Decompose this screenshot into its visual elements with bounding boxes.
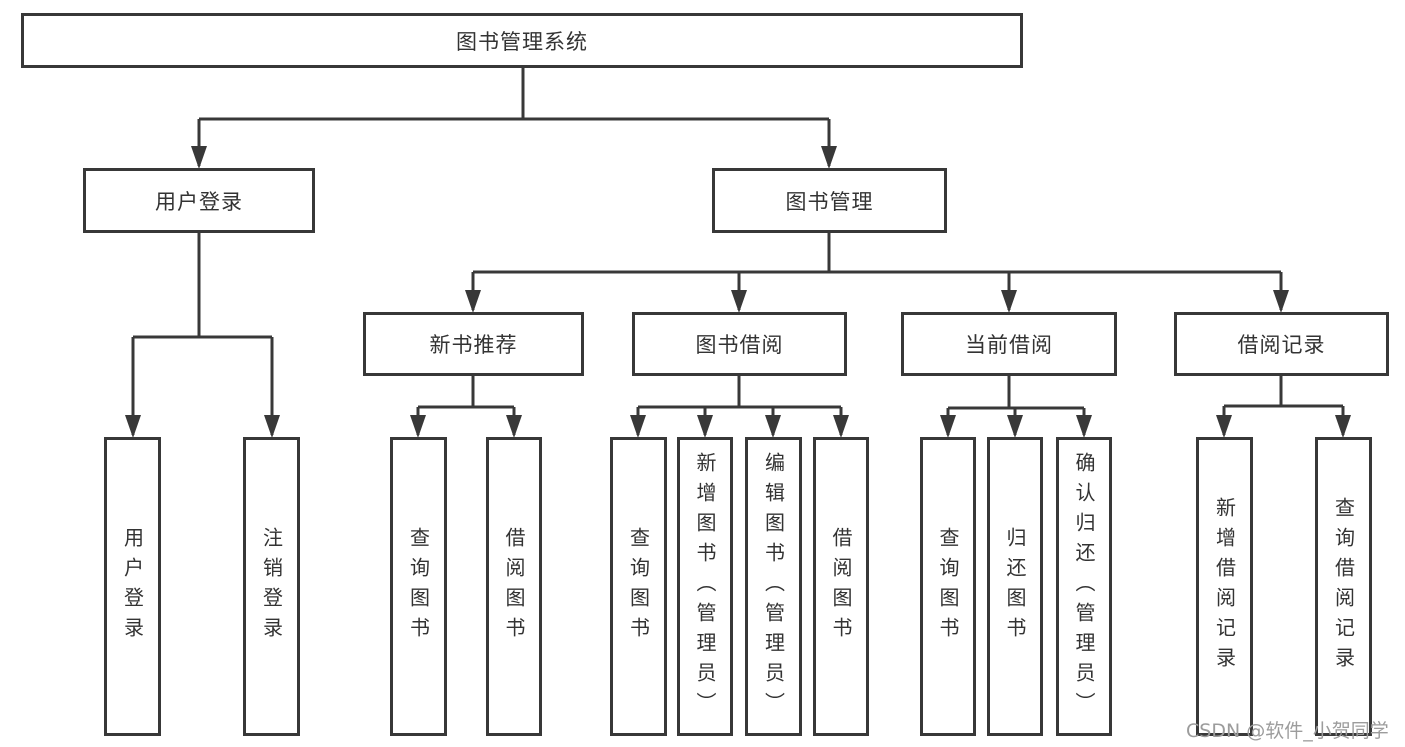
- node-book-management: 图书管理: [712, 168, 947, 233]
- leaf-add-books-admin: 新增图书（管理员）: [677, 437, 733, 736]
- node-label: 编辑图书（管理员）: [761, 451, 786, 722]
- node-label: 图书管理系统: [456, 29, 588, 54]
- arrow-down-icon: [1076, 415, 1092, 438]
- arrow-down-icon: [765, 415, 781, 438]
- node-label: 用户登录: [155, 189, 243, 214]
- node-label: 图书管理: [785, 189, 874, 214]
- arrow-down-icon: [264, 415, 280, 438]
- node-library-management-system: 图书管理系统: [21, 13, 1023, 68]
- node-user-login: 用户登录: [83, 168, 315, 233]
- leaf-query-borrow-record: 查询借阅记录: [1315, 437, 1372, 736]
- arrow-down-icon: [1273, 290, 1289, 313]
- node-label: 新书推荐: [429, 333, 518, 357]
- node-label: 借阅图书: [502, 526, 526, 647]
- node-label: 借阅图书: [829, 526, 853, 647]
- node-new-book-recommend: 新书推荐: [363, 312, 584, 376]
- node-book-borrow: 图书借阅: [632, 312, 847, 376]
- arrow-down-icon: [465, 290, 481, 313]
- node-current-borrow: 当前借阅: [901, 312, 1117, 376]
- arrow-down-icon: [1007, 415, 1023, 438]
- connector-book-management-children: [471, 233, 1283, 310]
- node-label: 查询图书: [406, 526, 431, 647]
- leaf-confirm-return-admin: 确认归还（管理员）: [1056, 437, 1112, 736]
- node-borrow-records: 借阅记录: [1174, 312, 1389, 376]
- arrow-down-icon: [125, 415, 141, 438]
- leaf-user-login: 用户登录: [104, 437, 161, 736]
- leaf-query-books-recommend: 查询图书: [390, 437, 447, 736]
- connector-root-to-level2: [197, 68, 831, 166]
- connector-borrow-record-children: [1222, 376, 1345, 435]
- node-label: 新增借阅记录: [1212, 496, 1237, 677]
- arrow-down-icon: [410, 415, 426, 438]
- leaf-logout: 注销登录: [243, 437, 300, 736]
- arrow-down-icon: [1335, 415, 1351, 438]
- connector-user-login-children: [131, 233, 274, 435]
- leaf-borrow-books-recommend: 借阅图书: [486, 437, 542, 736]
- arrow-down-icon: [833, 415, 849, 438]
- node-label: 归还图书: [1003, 526, 1027, 647]
- leaf-edit-books-admin: 编辑图书（管理员）: [745, 437, 802, 736]
- node-label: 图书借阅: [695, 333, 784, 357]
- arrow-down-icon: [731, 290, 747, 313]
- leaf-return-books: 归还图书: [987, 437, 1043, 736]
- node-label: 查询图书: [626, 526, 651, 647]
- arrow-down-icon: [630, 415, 646, 438]
- arrow-down-icon: [940, 415, 956, 438]
- node-label: 查询借阅记录: [1331, 496, 1356, 677]
- arrow-down-icon: [1216, 415, 1232, 438]
- leaf-borrow-books: 借阅图书: [813, 437, 869, 736]
- node-label: 确认归还（管理员）: [1072, 451, 1096, 722]
- arrow-down-icon: [506, 415, 522, 438]
- node-label: 用户登录: [120, 526, 145, 647]
- arrowheads: [125, 146, 1351, 438]
- node-label: 注销登录: [259, 526, 284, 647]
- arrow-down-icon: [191, 146, 207, 169]
- arrow-down-icon: [1001, 290, 1017, 313]
- connector-book-borrow-children: [636, 376, 843, 435]
- node-label: 新增图书（管理员）: [693, 451, 717, 722]
- node-label: 当前借阅: [965, 333, 1053, 357]
- arrow-down-icon: [821, 146, 837, 169]
- csdn-watermark: CSDN @软件_小贺同学: [1186, 720, 1389, 742]
- leaf-query-books-current: 查询图书: [920, 437, 976, 736]
- node-label: 查询图书: [936, 526, 960, 647]
- node-label: 借阅记录: [1237, 333, 1326, 357]
- leaf-query-books-borrow: 查询图书: [610, 437, 667, 736]
- connector-new-book-children: [416, 376, 516, 435]
- arrow-down-icon: [697, 415, 713, 438]
- leaf-add-borrow-record: 新增借阅记录: [1196, 437, 1253, 736]
